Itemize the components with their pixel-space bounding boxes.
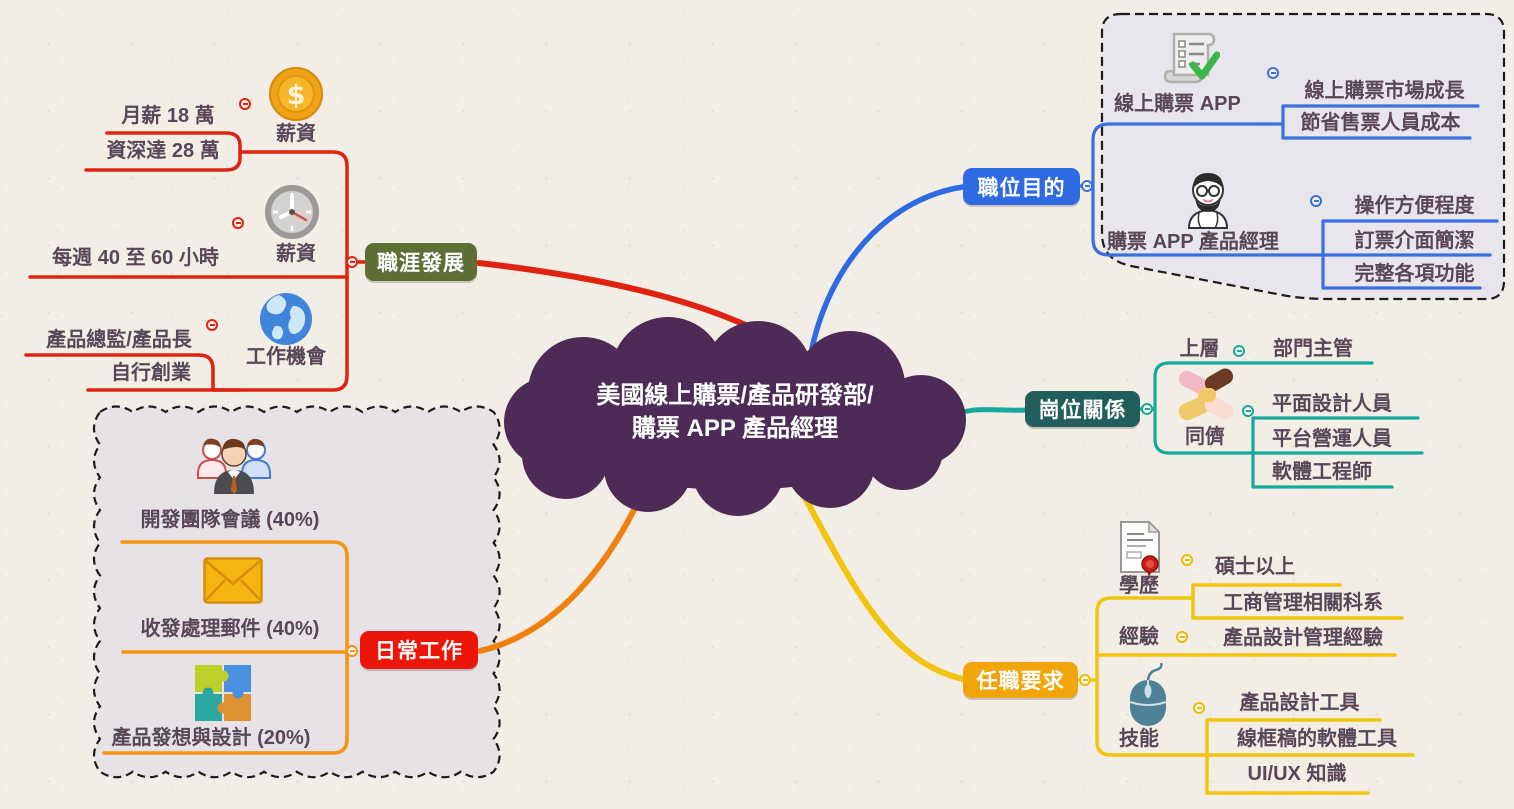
purpose-app-leaf[interactable]: 節省售票人員成本	[1300, 112, 1461, 134]
collapse-toggle[interactable]	[1079, 674, 1091, 686]
hands-together-icon	[1174, 368, 1238, 429]
purpose-app-label[interactable]: 線上購票 APP	[1114, 93, 1241, 115]
topic-relation[interactable]: 崗位關係	[1025, 391, 1140, 427]
relation-upper-label[interactable]: 上層	[1179, 338, 1220, 360]
relation-peer-label[interactable]: 同儕	[1185, 426, 1225, 448]
collapse-toggle[interactable]	[1176, 631, 1188, 643]
team-icon	[192, 432, 276, 503]
collapse-toggle[interactable]	[346, 645, 358, 657]
requirement-skill-label[interactable]: 技能	[1119, 728, 1159, 750]
daily-task-email[interactable]: 收發處理郵件 (40%)	[140, 618, 320, 640]
daily-task-meeting[interactable]: 開發團隊會議 (40%)	[140, 509, 320, 531]
purpose-app-leaf[interactable]: 線上購票市場成長	[1304, 80, 1465, 102]
daily-work-scalloped-box	[92, 405, 501, 779]
relation-peer-leaf[interactable]: 軟體工程師	[1272, 461, 1372, 483]
topic-daily-work[interactable]: 日常工作	[360, 631, 478, 669]
central-cloud[interactable]	[504, 317, 966, 516]
career-hours-leaf[interactable]: 每週 40 至 60 小時	[52, 247, 219, 269]
career-salary-label[interactable]: 薪資	[276, 123, 316, 145]
collapse-toggle[interactable]	[1181, 554, 1193, 566]
relation-upper-leaf[interactable]: 部門主管	[1273, 338, 1353, 360]
central-topic-line2: 購票 APP 產品經理	[631, 415, 839, 442]
collapse-toggle[interactable]	[346, 256, 358, 268]
topic-career[interactable]: 職涯發展	[365, 243, 477, 281]
svg-text:$: $	[287, 80, 306, 111]
requirement-skill-leaf[interactable]: UI/UX 知識	[1247, 763, 1347, 785]
topic-purpose[interactable]: 職位目的	[963, 168, 1080, 205]
requirement-branch-lines	[1076, 583, 1415, 795]
requirement-education-label[interactable]: 學歷	[1119, 575, 1159, 597]
purpose-pm-leaf[interactable]: 完整各項功能	[1354, 263, 1475, 285]
career-salary-leaf[interactable]: 月薪 18 萬	[121, 105, 215, 127]
daily-task-design[interactable]: 產品發想與設計 (20%)	[111, 727, 311, 749]
globe-icon	[259, 292, 313, 351]
envelope-icon	[203, 557, 263, 609]
collapse-toggle[interactable]	[1310, 195, 1322, 207]
career-opportunity-label[interactable]: 工作機會	[246, 346, 326, 368]
collapse-toggle[interactable]	[1141, 403, 1153, 415]
requirement-skill-leaf[interactable]: 線框稿的軟體工具	[1237, 728, 1397, 750]
collapse-toggle[interactable]	[1081, 180, 1093, 192]
topic-requirement[interactable]: 任職要求	[963, 662, 1078, 698]
clock-icon	[264, 184, 320, 245]
requirement-skill-leaf[interactable]: 產品設計工具	[1239, 692, 1360, 714]
puzzle-icon	[194, 664, 252, 726]
collapse-toggle[interactable]	[1233, 345, 1245, 357]
requirement-experience-leaf[interactable]: 產品設計管理經驗	[1223, 627, 1383, 649]
requirement-experience-label[interactable]: 經驗	[1119, 626, 1159, 648]
coin-icon: $	[269, 67, 323, 126]
collapse-toggle[interactable]	[1267, 67, 1279, 79]
central-topic[interactable]: 美國線上購票/產品研發部/ 購票 APP 產品經理	[525, 379, 945, 445]
career-salary-leaf[interactable]: 資深達 28 萬	[106, 140, 220, 162]
career-opportunity-leaf[interactable]: 自行創業	[111, 362, 191, 384]
requirement-education-leaf[interactable]: 工商管理相關科系	[1223, 592, 1383, 614]
mouse-icon	[1122, 662, 1174, 733]
collapse-toggle[interactable]	[206, 319, 218, 331]
purpose-pm-leaf[interactable]: 訂票介面簡潔	[1354, 230, 1475, 252]
collapse-toggle[interactable]	[239, 98, 251, 110]
career-hours-label[interactable]: 薪資	[276, 243, 316, 265]
requirement-education-leaf[interactable]: 碩士以上	[1215, 556, 1295, 578]
product-manager-avatar-icon	[1177, 166, 1239, 235]
collapse-toggle[interactable]	[232, 217, 244, 229]
collapse-toggle[interactable]	[1193, 702, 1205, 714]
certificate-icon	[1116, 520, 1164, 583]
career-branch-lines	[24, 131, 368, 392]
relation-peer-leaf[interactable]: 平台營運人員	[1272, 428, 1392, 450]
collapse-toggle[interactable]	[1242, 405, 1254, 417]
relation-peer-leaf[interactable]: 平面設計人員	[1272, 393, 1392, 415]
purpose-pm-label[interactable]: 購票 APP 產品經理	[1107, 231, 1279, 253]
purpose-pm-leaf[interactable]: 操作方便程度	[1354, 195, 1475, 217]
career-opportunity-leaf[interactable]: 產品總監/產品長	[46, 329, 192, 351]
central-topic-line1: 美國線上購票/產品研發部/	[596, 382, 874, 409]
ticket-checklist-icon	[1162, 29, 1221, 92]
